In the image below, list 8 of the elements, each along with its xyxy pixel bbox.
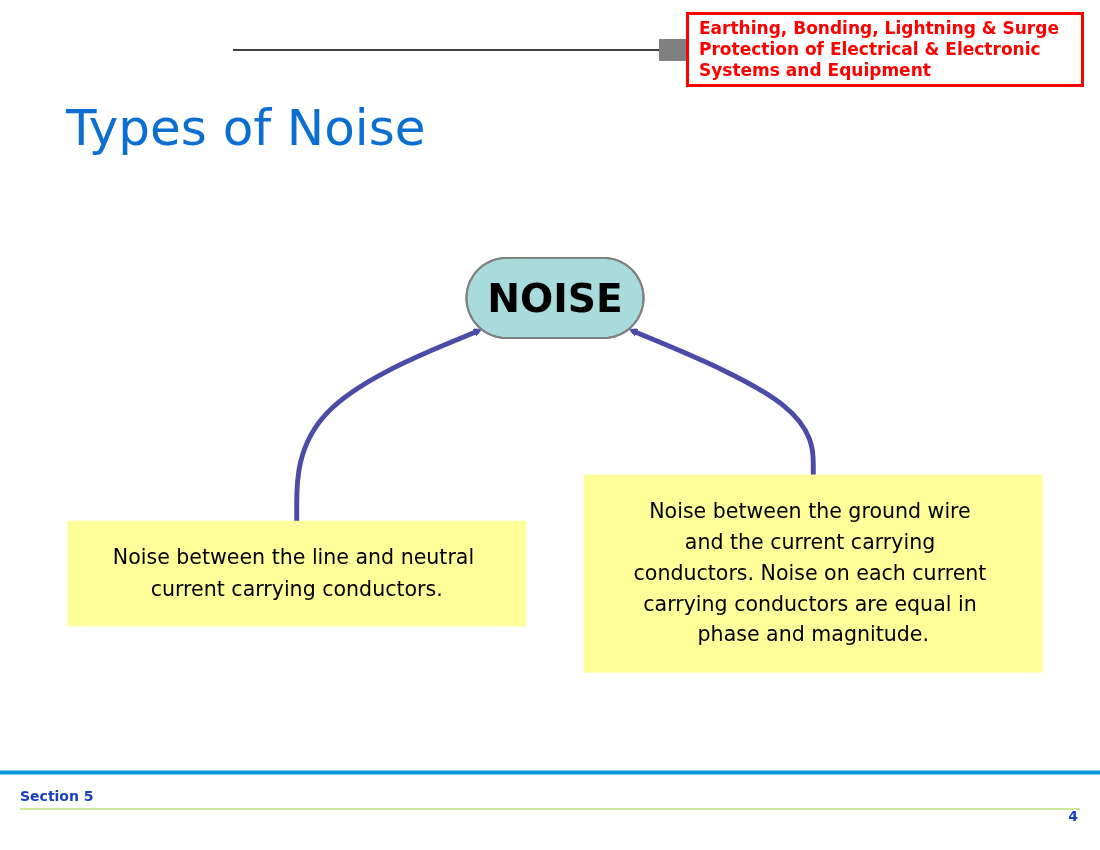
arrow <box>294 328 483 522</box>
node-box: Noise between the ground wire and the current carrying conductors. Noise on each current carrying conductors are equal in phase and magnitude. <box>583 474 1043 673</box>
node-box: Noise between the line and neutral current carrying conductors. <box>67 520 527 627</box>
slide-title: Types of Noise <box>66 98 426 158</box>
header-label: Earthing, Bonding, Lightning & Surge Protection of Electrical & Electronic Systems and Equipment <box>686 12 1084 87</box>
section-label: Section 5 <box>20 788 94 804</box>
arrow <box>628 328 816 476</box>
page-number: 4 <box>1068 808 1078 824</box>
